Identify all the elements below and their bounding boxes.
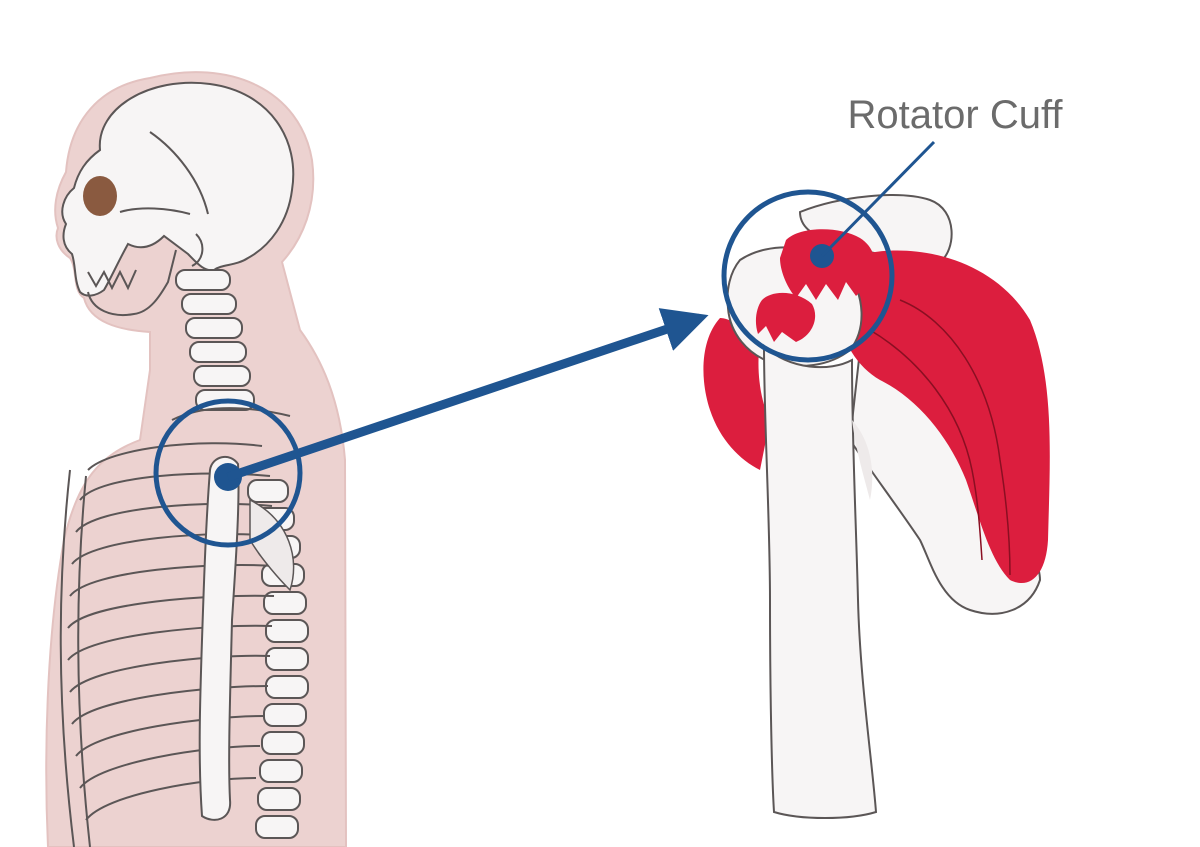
rotator-muscle-large: [839, 250, 1050, 584]
connector-arrow: [226, 308, 709, 482]
scapula: [249, 498, 295, 592]
cheekbone-line: [119, 207, 191, 215]
teeth: [87, 269, 137, 291]
skeleton-figure: [45, 71, 348, 847]
humerus-shaft-shade: [852, 420, 873, 500]
jaw-joint: [191, 233, 204, 267]
jaw: [87, 249, 177, 316]
label-pointer-line: [820, 140, 936, 258]
shoulder-joint-icon: [703, 194, 1050, 819]
rib-cage: [59, 442, 275, 847]
rotator-cuff-highlight: [721, 189, 895, 363]
muscle-fiber-line: [899, 299, 1011, 576]
eye-socket: [83, 176, 117, 216]
shoulder-joint-highlight: [153, 398, 303, 548]
humerus-left: [198, 455, 240, 821]
deltoid-muscle: [703, 318, 770, 470]
muscle-fiber-line-2: [869, 329, 983, 561]
humerus-shaft: [762, 343, 878, 819]
skull-suture: [149, 131, 209, 215]
skull: [61, 81, 295, 316]
cranium: [61, 81, 295, 297]
rotator-cuff-label: Rotator Cuff: [848, 93, 1064, 137]
subscapularis-muscle: [755, 292, 816, 342]
